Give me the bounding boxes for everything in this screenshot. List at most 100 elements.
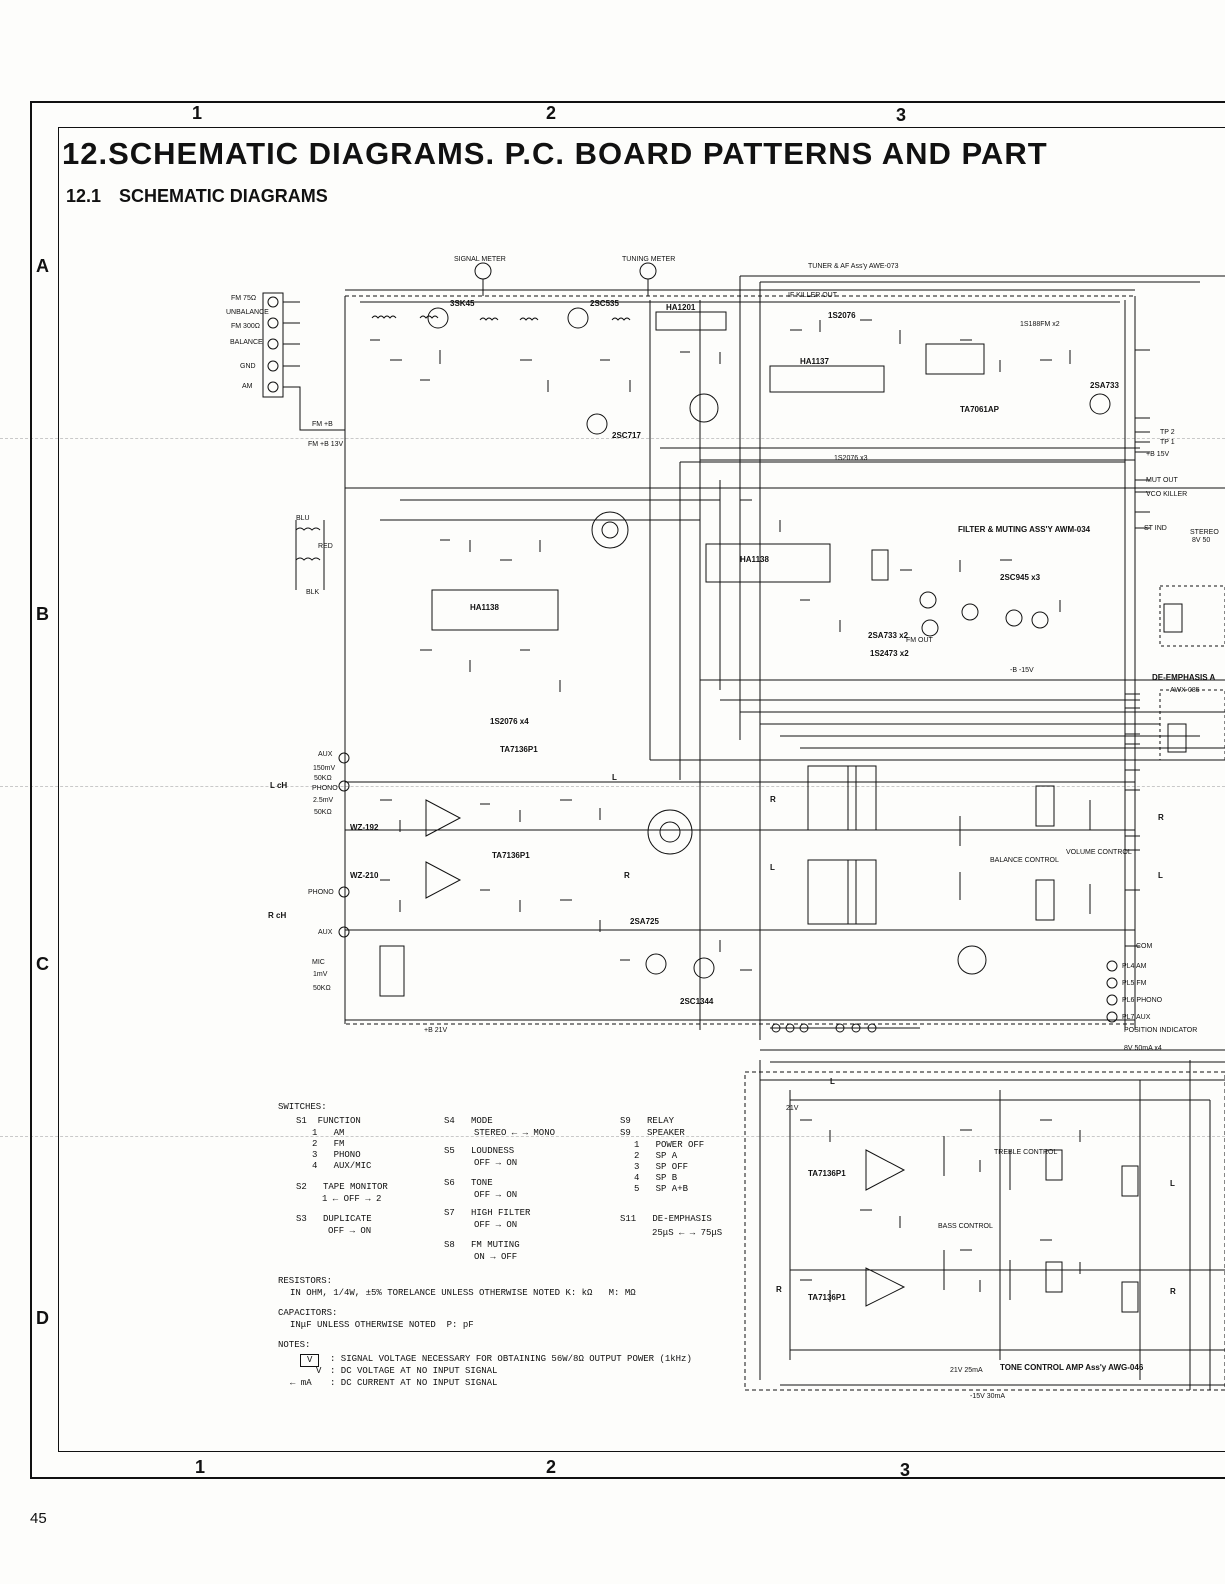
label-r-tone: R xyxy=(776,1285,782,1294)
label-ha1137: HA1137 xyxy=(800,357,829,366)
switch-s4-label: S4 MODE xyxy=(444,1116,493,1126)
switch-s1-item-2: 2 FM xyxy=(312,1139,345,1149)
label-plus-b-15v: +B 15V xyxy=(1146,451,1169,458)
paper-fold-line xyxy=(0,438,1225,439)
switch-s2b xyxy=(807,859,857,925)
switches-heading: SWITCHES: xyxy=(278,1102,327,1112)
label-ha1201: HA1201 xyxy=(666,303,696,312)
terminal-fm300 xyxy=(267,317,279,329)
label-signal-meter: SIGNAL METER xyxy=(454,256,506,263)
switch-s9b-label: S9 SPEAKER xyxy=(620,1128,685,1138)
label-tuning-meter: TUNING METER xyxy=(622,256,675,263)
label-q1: 3SK45 xyxy=(450,299,475,308)
label-if-killer-out: IF KILLER OUT xyxy=(788,292,838,299)
label-supply-21v: 21V 25mA xyxy=(950,1367,983,1374)
jack-phono-l xyxy=(338,780,350,792)
label-l-tone-out: L xyxy=(1170,1179,1175,1188)
label-blu: BLU xyxy=(296,515,310,522)
label-tp2: TP 2 xyxy=(1160,429,1175,436)
notes-heading: NOTES: xyxy=(278,1340,311,1350)
label-d6: WZ-192 xyxy=(350,823,379,832)
label-pl5: PL5 FM xyxy=(1122,980,1147,987)
switch-s9-label: S9 RELAY xyxy=(620,1116,675,1126)
relay-filter xyxy=(871,549,889,581)
label-ta7136p1-d: TA7136P1 xyxy=(808,1293,846,1302)
bus-lines-lower xyxy=(650,679,1225,761)
terminal-fm75 xyxy=(267,296,279,308)
label-gnd: GND xyxy=(240,363,256,370)
note-ma-symbol: ← mA xyxy=(290,1378,312,1388)
label-com: COM xyxy=(1136,943,1153,950)
switch-s1-label: S1 FUNCTION xyxy=(296,1116,361,1126)
opamp-tone-amps xyxy=(865,1149,906,1307)
opamp-phono-amps xyxy=(425,799,462,899)
label-plus-b-21v: +B 21V xyxy=(424,1027,447,1034)
label-tuner-assy: TUNER & AF Ass'y AWE-073 xyxy=(808,263,899,270)
lamp-pl7 xyxy=(1106,1011,1118,1023)
switch-s3-items: OFF → ON xyxy=(328,1226,372,1236)
label-am: AM xyxy=(242,383,253,390)
switch-s2a xyxy=(807,765,857,831)
transistor-q2 xyxy=(567,307,589,329)
connector-pins-a xyxy=(1135,349,1150,529)
schematic-labels: SIGNAL METER TUNING METER TUNER & AF Ass… xyxy=(226,256,1219,1400)
transistor-q8 xyxy=(921,619,939,637)
label-q2: 2SC535 xyxy=(590,299,619,308)
switch-s8-label: S8 FM MUTING xyxy=(444,1240,520,1250)
label-r-phono: R xyxy=(624,871,630,880)
grid-row-b: B xyxy=(36,604,49,624)
meter-leads xyxy=(482,279,649,296)
ic-ha1201 xyxy=(655,311,727,331)
transistor-q3 xyxy=(586,413,608,435)
switch-s1-2r xyxy=(957,945,987,975)
terminal-gnd xyxy=(267,360,279,372)
component-marks-c xyxy=(380,799,752,971)
label-50k-b: 50KΩ xyxy=(314,809,332,816)
label-ta7136p1-b: TA7136P1 xyxy=(492,851,530,860)
selector-box xyxy=(1159,585,1225,647)
switch-s7b xyxy=(1121,1281,1139,1313)
capacitors-heading: CAPACITORS: xyxy=(278,1308,338,1318)
grid-row-a: A xyxy=(36,256,49,276)
label-d5: 1S2473 x2 xyxy=(870,649,909,658)
switch-s11-items: 25μS ← → 75μS xyxy=(652,1228,723,1238)
switch-s1-1f xyxy=(647,809,693,855)
terminal-rec-l xyxy=(771,1023,781,1033)
switch-s9-item-3: 3 SP OFF xyxy=(634,1162,689,1172)
label-minus-b-15v: -B -15V xyxy=(1010,667,1034,674)
transistor-q7 xyxy=(693,957,715,979)
ic-ha1137 xyxy=(769,365,885,393)
label-st-ind: ST IND xyxy=(1144,525,1167,532)
switch-s3-label: S3 DUPLICATE xyxy=(296,1214,372,1224)
grid-column-2-top: 2 xyxy=(546,103,557,123)
terminal-pb1-r xyxy=(851,1023,861,1033)
switch-s6a xyxy=(1045,1149,1063,1181)
label-position-indicator-spec: 8V 50mA x4 xyxy=(1124,1045,1162,1052)
switch-s7-label: S7 HIGH FILTER xyxy=(444,1208,531,1218)
label-filter-muting: FILTER & MUTING ASS'Y AWM-034 xyxy=(958,525,1091,534)
tuning-meter-symbol xyxy=(639,262,657,280)
bus-lines-top xyxy=(345,275,1225,461)
label-tp1: TP 1 xyxy=(1160,439,1175,446)
label-ta7061ap: TA7061AP xyxy=(960,405,1000,414)
label-r-tape: R xyxy=(770,795,776,804)
label-red: RED xyxy=(318,543,333,550)
label-fm-b13: FM +B 13V xyxy=(308,441,344,448)
switch-s6-items: OFF → ON xyxy=(474,1190,518,1200)
label-blk: BLK xyxy=(306,589,320,596)
label-pl6: PL6 PHONO xyxy=(1122,997,1163,1004)
terminal-pb2-l xyxy=(799,1023,809,1033)
ic-ha1138-a xyxy=(431,589,559,631)
label-r-out: R xyxy=(1158,813,1164,822)
capacitors-text: INμF UNLESS OTHERWISE NOTED P: pF xyxy=(290,1320,474,1330)
outer-frame xyxy=(30,101,1225,1479)
terminal-am xyxy=(267,381,279,393)
label-q3: 2SC717 xyxy=(612,431,641,440)
label-ta7136p1-c: TA7136P1 xyxy=(808,1169,846,1178)
label-aux-r: AUX xyxy=(318,929,333,936)
label-deemphasis-code: AWX-085 xyxy=(1170,687,1200,694)
grid-row-c: C xyxy=(36,954,49,974)
page-title: 12.SCHEMATIC DIAGRAMS. P.C. BOARD PATTER… xyxy=(62,136,1048,171)
label-pl4: PL4 AM xyxy=(1122,963,1147,970)
